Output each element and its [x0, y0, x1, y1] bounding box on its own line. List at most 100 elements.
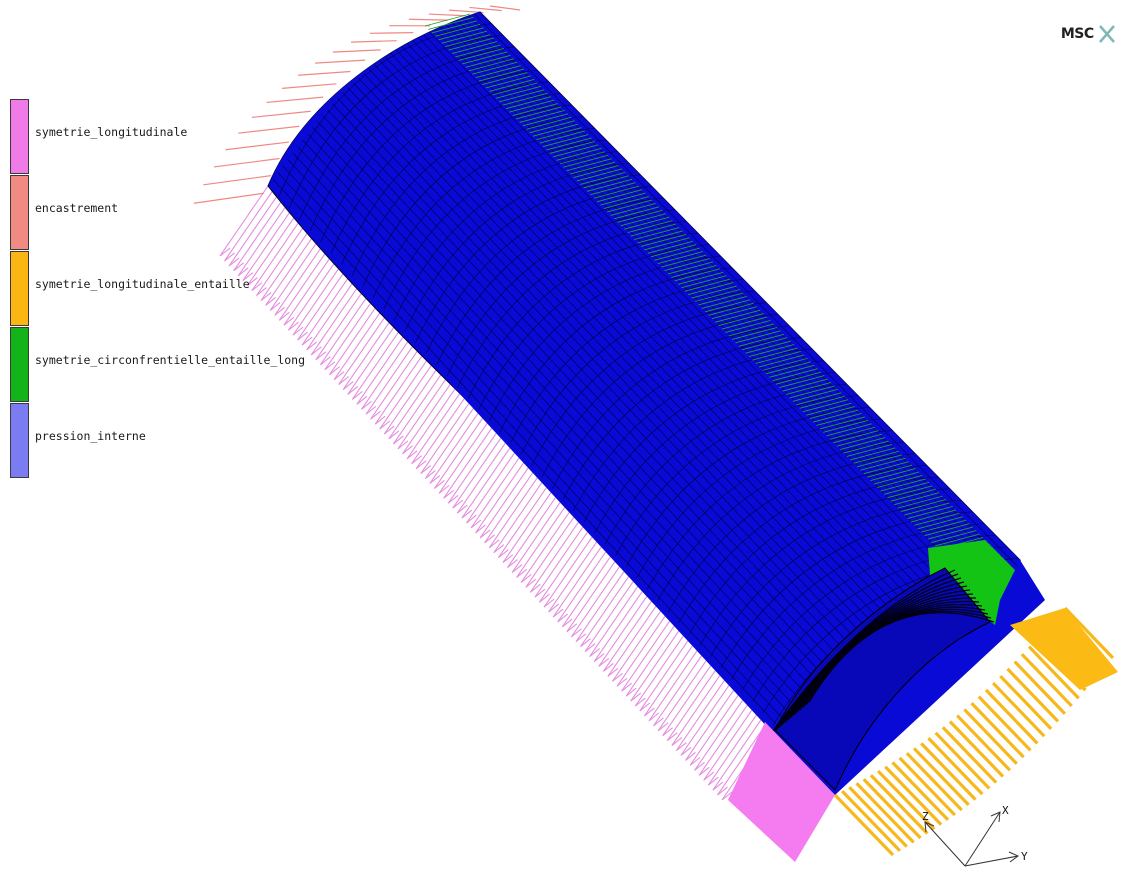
salmon-arrow: [351, 41, 397, 42]
pink-arrow: [298, 270, 346, 340]
axis-y-label: Y: [1021, 850, 1028, 863]
pink-arrow: [681, 685, 729, 755]
yellow-end-patch: [1010, 608, 1118, 690]
pink-arrow: [603, 601, 651, 671]
salmon-arrow: [409, 19, 448, 20]
pink-arrow: [571, 567, 619, 637]
legend-swatch: [10, 251, 29, 326]
pink-arrow: [631, 631, 679, 701]
salmon-arrow: [238, 126, 299, 133]
pink-arrow: [558, 552, 606, 622]
pink-arrow: [489, 478, 537, 548]
salmon-arrow: [470, 7, 502, 10]
pink-arrow: [398, 379, 446, 449]
pink-arrow: [617, 616, 665, 686]
pink-arrow: [279, 250, 327, 320]
pink-arrow: [453, 438, 501, 508]
salmon-arrow: [298, 71, 350, 75]
pink-arrow: [371, 349, 419, 419]
pink-arrow: [612, 611, 660, 681]
pink-arrow: [384, 364, 432, 434]
pink-arrow: [649, 651, 697, 721]
pink-arrow: [635, 636, 683, 706]
salmon-arrow: [333, 50, 381, 52]
msc-logo: MSC: [1061, 24, 1115, 44]
pink-arrow: [576, 572, 624, 642]
pink-arrow: [676, 681, 724, 751]
pink-arrow: [434, 418, 482, 488]
pink-arrow: [261, 231, 309, 301]
pink-arrow: [288, 260, 336, 330]
pink-arrow: [508, 498, 556, 568]
pink-arrow: [626, 626, 674, 696]
pink-arrow: [494, 483, 542, 553]
pink-arrow: [266, 235, 314, 305]
pink-arrow: [375, 354, 423, 424]
pink-arrow: [366, 344, 414, 414]
salmon-arrow: [282, 84, 336, 89]
pink-arrow: [243, 211, 291, 281]
yellow-arrow: [907, 753, 962, 810]
pink-arrow: [444, 428, 492, 498]
legend-swatch: [10, 175, 29, 250]
pink-arrow: [485, 473, 533, 543]
pink-arrow: [585, 582, 633, 652]
pink-arrow: [667, 671, 715, 741]
pink-arrow: [567, 562, 615, 632]
pink-arrow: [640, 641, 688, 711]
legend-swatch: [10, 327, 29, 402]
pink-arrow: [343, 320, 391, 390]
pink-arrow: [334, 310, 382, 380]
pink-arrow: [425, 409, 473, 479]
axis-z-label: Z: [922, 810, 929, 823]
pink-arrow: [352, 329, 400, 399]
pink-arrow: [339, 315, 387, 385]
pink-arrow: [311, 285, 359, 355]
yellow-arrow: [900, 758, 955, 815]
salmon-arrow: [214, 159, 280, 167]
pink-arrow: [690, 695, 738, 765]
pink-arrow: [430, 413, 478, 483]
pink-arrow: [462, 448, 510, 518]
yellow-arrow: [1015, 662, 1065, 714]
pink-arrow: [535, 527, 583, 597]
pink-arrow: [562, 557, 610, 627]
pink-arrow: [581, 577, 629, 647]
pink-arrow: [530, 522, 578, 592]
pink-arrow: [622, 621, 670, 691]
salmon-arrow: [194, 193, 264, 203]
pink-arrow: [361, 339, 409, 409]
pink-arrow: [699, 705, 747, 775]
pink-arrow: [599, 596, 647, 666]
salmon-arrow: [266, 97, 323, 102]
mesh-shell-body: [268, 12, 1045, 795]
pink-arrow: [257, 226, 305, 296]
pink-arrow: [293, 265, 341, 335]
legend-label: symetrie_circonfrentielle_entaille_long: [35, 353, 305, 367]
pink-arrow: [325, 300, 373, 370]
pink-arrow: [421, 404, 469, 474]
pink-arrow: [457, 443, 505, 513]
pink-arrow: [476, 463, 524, 533]
pink-arrow: [553, 547, 601, 617]
salmon-arrow: [226, 142, 289, 150]
pink-arrow: [380, 359, 428, 429]
pink-arrow: [644, 646, 692, 716]
yellow-arrow: [1000, 676, 1051, 729]
pink-arrow: [238, 206, 286, 276]
pink-arrow: [503, 493, 551, 563]
pink-arrow: [252, 221, 300, 291]
legend-swatch: [10, 99, 29, 174]
pink-arrow: [284, 255, 332, 325]
yellow-arrow: [885, 767, 941, 825]
legend-label: encastrement: [35, 201, 118, 215]
pink-arrow: [480, 468, 528, 538]
pink-arrow: [544, 537, 592, 607]
pink-arrow: [539, 532, 587, 602]
pink-arrow: [234, 201, 282, 271]
salmon-arrow: [370, 33, 413, 34]
pink-arrow: [389, 369, 437, 439]
pink-arrow: [275, 245, 323, 315]
pink-arrow: [498, 488, 546, 558]
